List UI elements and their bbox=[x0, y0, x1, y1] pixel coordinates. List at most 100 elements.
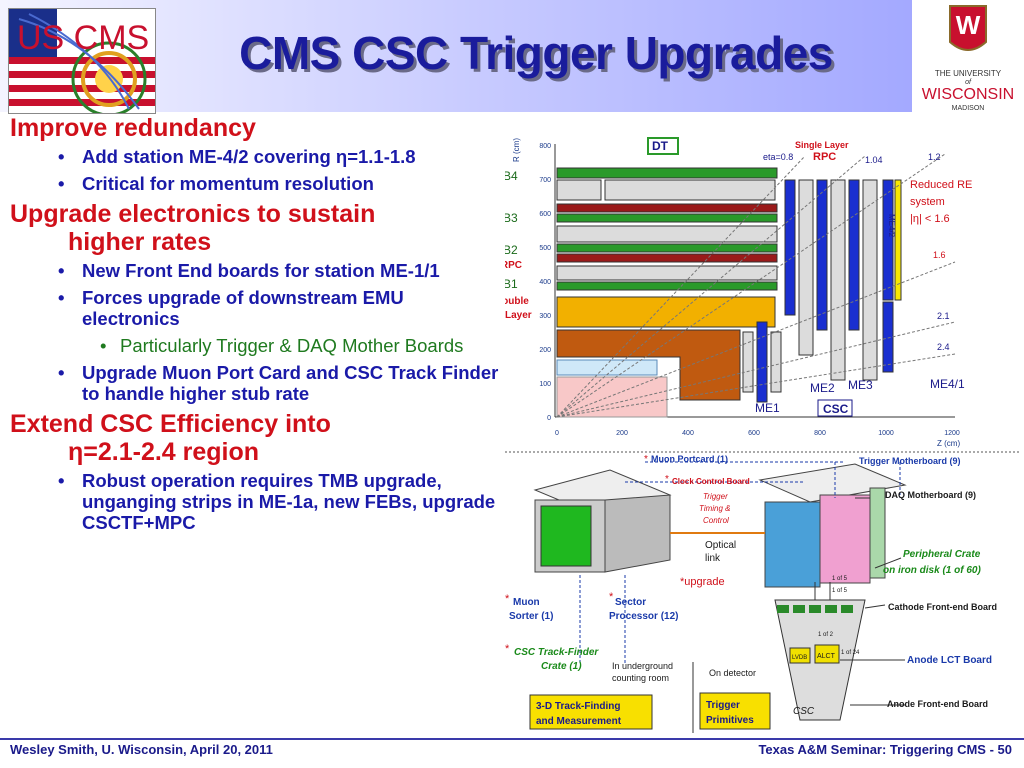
one-of-5-b: 1 of 5 bbox=[832, 588, 848, 594]
heading-upgrade-electronics-line2: higher rates bbox=[68, 228, 212, 256]
trigger-electronics-diagram: * Muon Portcard (1) Trigger Motherboard … bbox=[505, 450, 1020, 733]
y-tick: 200 bbox=[539, 347, 551, 354]
rpc-star-label: *RPC bbox=[505, 260, 522, 271]
title-bar bbox=[0, 0, 1024, 112]
optical-link-line1: Optical bbox=[705, 540, 736, 551]
y-tick: 700 bbox=[539, 177, 551, 184]
mb1-label: MB1 bbox=[505, 277, 518, 291]
x-tick: 600 bbox=[748, 430, 760, 437]
heading-upgrade-electronics-line1: Upgrade electronics to sustain bbox=[10, 200, 376, 228]
double-layer-line2: Layer bbox=[505, 310, 532, 321]
eta-24-label: 2.4 bbox=[937, 342, 950, 352]
me3-label: ME3 bbox=[848, 378, 873, 392]
reduced-re-line2: system bbox=[910, 196, 945, 208]
ttc-line3: Control bbox=[703, 516, 729, 525]
wisconsin-logo: W THE UNIVERSITY of WISCONSIN MADISON bbox=[912, 0, 1024, 112]
uscms-logo-text: US CMS bbox=[17, 19, 149, 57]
ttc-line1: Trigger bbox=[703, 492, 728, 501]
svg-text:*: * bbox=[505, 643, 510, 655]
svg-text:*: * bbox=[665, 474, 669, 485]
track-finding-line1: 3-D Track-Finding bbox=[536, 701, 620, 712]
reduced-re-line3: |η| < 1.6 bbox=[910, 213, 950, 225]
rpc-label: RPC bbox=[813, 151, 836, 163]
one-of-24: 1 of 24 bbox=[841, 650, 860, 656]
x-tick: 800 bbox=[814, 430, 826, 437]
sector-processor-line2: Processor (12) bbox=[609, 611, 678, 622]
mb2-label: MB2 bbox=[505, 243, 518, 257]
heading-extend-efficiency: Extend CSC Efficiency into η=2.1-2.4 reg… bbox=[10, 410, 505, 466]
svg-text:W: W bbox=[956, 10, 981, 40]
eta-08-label: eta=0.8 bbox=[763, 152, 793, 162]
upgrade-note: *upgrade bbox=[680, 576, 725, 588]
muon-sorter-line2: Sorter (1) bbox=[509, 611, 553, 622]
csc-chamber-label: CSC bbox=[793, 706, 815, 717]
dt-label: DT bbox=[652, 139, 669, 153]
sector-processor-line1: Sector bbox=[615, 597, 646, 608]
optical-link-line2: link bbox=[705, 553, 721, 564]
y-tick: 100 bbox=[539, 381, 551, 388]
eta-21-label: 2.1 bbox=[937, 311, 950, 321]
y-tick: 800 bbox=[539, 143, 551, 150]
one-of-2: 1 of 2 bbox=[818, 632, 834, 638]
y-tick: 300 bbox=[539, 313, 551, 320]
underground-line2: counting room bbox=[612, 673, 669, 683]
y-axis-label: R (cm) bbox=[512, 138, 521, 162]
ttc-line2: Timing & bbox=[699, 504, 731, 513]
anode-feb-label: Anode Front-end Board bbox=[887, 699, 988, 709]
me42-label: ME4/2 bbox=[887, 214, 896, 238]
mb4-label: MB4 bbox=[505, 169, 518, 183]
wisconsin-line2: of bbox=[965, 79, 972, 86]
heading-improve-redundancy: Improve redundancy bbox=[10, 114, 256, 142]
csc-label: CSC bbox=[823, 402, 849, 416]
svg-text:*: * bbox=[609, 591, 614, 603]
csc-track-finder-line1: CSC Track-Finder bbox=[514, 647, 599, 658]
x-axis-label: Z (cm) bbox=[937, 439, 960, 448]
bullet-robust-operation: Robust operation requires TMB upgrade, u… bbox=[58, 470, 505, 533]
heading-extend-efficiency-line2: η=2.1-2.4 region bbox=[68, 438, 260, 466]
footer-seminar-page: Texas A&M Seminar: Triggering CMS - 50 bbox=[758, 742, 1012, 757]
underground-line1: In underground bbox=[612, 661, 673, 671]
x-tick: 400 bbox=[682, 430, 694, 437]
uscms-logo: US CMS bbox=[8, 8, 156, 114]
csc-track-finder-line2: Crate (1) bbox=[541, 661, 582, 672]
bullet-emu-electronics: Forces upgrade of downstream EMU electro… bbox=[58, 287, 505, 329]
reduced-re-line1: Reduced RE bbox=[910, 179, 972, 191]
lvdb-label: LVDB bbox=[792, 655, 807, 661]
y-tick: 0 bbox=[547, 415, 551, 422]
eta-12-label: 1.2 bbox=[928, 152, 941, 162]
one-of-5-a: 1 of 5 bbox=[832, 576, 848, 582]
double-layer-line1: *Double bbox=[505, 296, 529, 307]
cms-quadrant-diagram: R (cm) 800 700 600 500 400 300 200 100 0… bbox=[491, 132, 1020, 450]
bullet-front-end-boards: New Front End boards for station ME-1/1 bbox=[58, 260, 505, 281]
bullet-muon-port-card: Upgrade Muon Port Card and CSC Track Fin… bbox=[58, 362, 505, 404]
wisconsin-line4: MADISON bbox=[952, 105, 985, 112]
track-finding-line2: and Measurement bbox=[536, 716, 622, 727]
heading-upgrade-electronics: Upgrade electronics to sustain higher ra… bbox=[10, 200, 505, 256]
bullet-trigger-daq-boards: Particularly Trigger & DAQ Mother Boards bbox=[100, 335, 505, 356]
y-tick: 600 bbox=[539, 211, 551, 218]
peripheral-crate-line1: Peripheral Crate bbox=[903, 549, 981, 560]
svg-text:*: * bbox=[644, 454, 648, 465]
wisconsin-line3: WISCONSIN bbox=[922, 86, 1014, 103]
alct-label: ALCT bbox=[817, 653, 836, 660]
footer-author: Wesley Smith, U. Wisconsin, April 20, 20… bbox=[10, 742, 273, 757]
x-tick: 1200 bbox=[944, 430, 960, 437]
svg-text:*: * bbox=[505, 593, 510, 605]
peripheral-crate-line2: on iron disk (1 of 60) bbox=[883, 565, 981, 576]
heading-extend-efficiency-line1: Extend CSC Efficiency into bbox=[10, 410, 331, 438]
x-tick: 0 bbox=[555, 430, 559, 437]
muon-portcard-label: Muon Portcard (1) bbox=[651, 454, 728, 464]
trigger-primitives-line2: Primitives bbox=[706, 715, 754, 726]
me2-label: ME2 bbox=[810, 381, 835, 395]
y-tick: 400 bbox=[539, 279, 551, 286]
clock-control-board-label: Clock Control Board bbox=[672, 477, 750, 486]
bullet-momentum-resolution: Critical for momentum resolution bbox=[58, 173, 505, 194]
anode-lct-board-label: Anode LCT Board bbox=[907, 655, 992, 666]
y-tick: 500 bbox=[539, 245, 551, 252]
eta-16-label: 1.6 bbox=[933, 250, 946, 260]
bullet-add-station: Add station ME-4/2 covering η=1.1-1.8 bbox=[58, 146, 505, 167]
cathode-feb-label: Cathode Front-end Board bbox=[888, 602, 997, 612]
me41-label: ME4/1 bbox=[930, 377, 965, 391]
mb3-label: MB3 bbox=[505, 211, 518, 225]
trigger-primitives-line1: Trigger bbox=[706, 700, 740, 711]
